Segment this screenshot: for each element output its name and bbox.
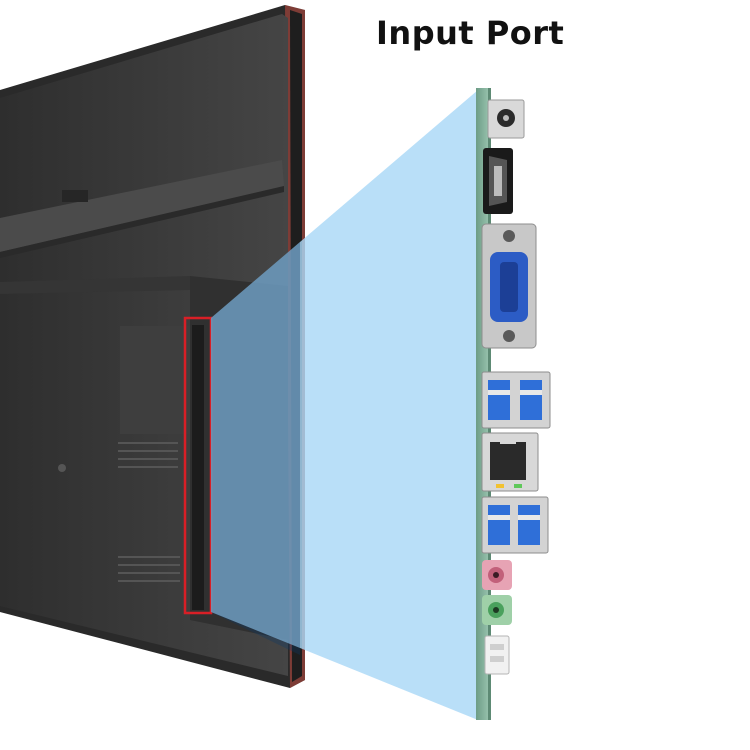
zoom-projection bbox=[211, 90, 478, 720]
audio-jack-green bbox=[482, 595, 512, 625]
rj45-ethernet-port bbox=[481, 432, 539, 492]
vga-port bbox=[481, 223, 537, 349]
connector-header bbox=[484, 635, 510, 675]
dc-power-jack bbox=[487, 99, 525, 139]
usb-3-port bbox=[481, 371, 551, 429]
image-title: Input Port bbox=[376, 14, 565, 52]
usb-3-port bbox=[481, 496, 549, 554]
hdmi-port bbox=[483, 148, 513, 214]
audio-jack-pink bbox=[482, 560, 512, 590]
